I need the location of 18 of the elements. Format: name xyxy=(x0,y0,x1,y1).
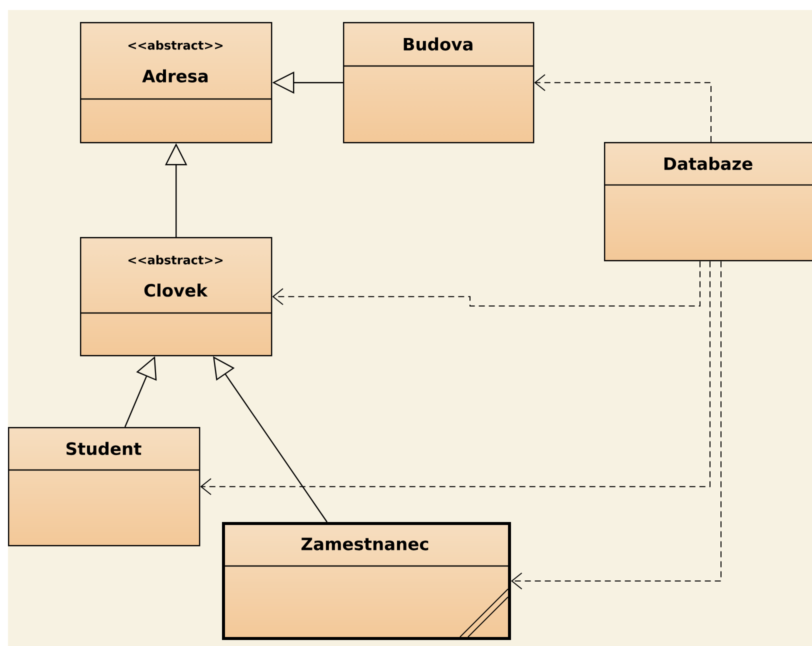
class-name: Clovek xyxy=(144,284,208,297)
class-box xyxy=(80,237,272,356)
class-box xyxy=(80,22,272,144)
class-name: Zamestnanec xyxy=(301,538,428,550)
class-box xyxy=(222,522,511,640)
stereotype-label: <<abstract>> xyxy=(128,40,223,50)
stereotype-label: <<abstract>> xyxy=(128,255,223,264)
class-name: Student xyxy=(66,442,142,456)
class-name: Databaze xyxy=(664,156,752,170)
class-name: Adresa xyxy=(142,69,208,82)
class-box xyxy=(343,22,534,144)
dependency-arrow xyxy=(200,260,710,496)
class-box xyxy=(8,427,200,546)
class-name: Budova xyxy=(404,37,472,51)
class-box xyxy=(604,142,812,262)
dependency-arrow xyxy=(534,74,712,142)
dependency-arrow xyxy=(272,260,700,306)
dependency-arrow xyxy=(511,260,722,590)
